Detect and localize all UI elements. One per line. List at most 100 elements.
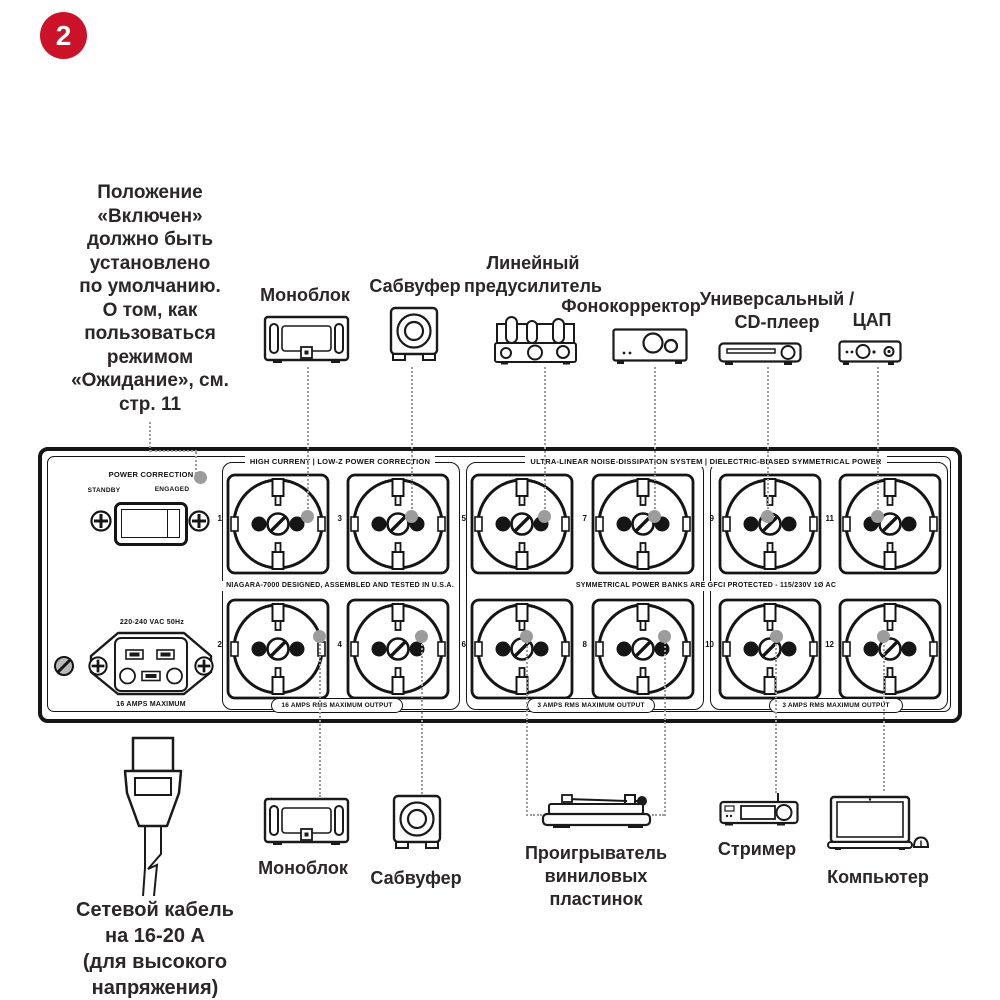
connection-line (421, 637, 423, 794)
line-preamp-label-line: Линейный (486, 253, 580, 273)
connection-line (664, 637, 666, 816)
connection-dot (520, 630, 533, 643)
connection-dot (658, 630, 671, 643)
connection-line (883, 637, 885, 791)
group23-mid-text-inner: SYMMETRICAL POWER BANKS ARE GFCI PROTECT… (571, 581, 841, 591)
turntable-label-line: виниловых (544, 866, 648, 886)
schuko-outlet-11[interactable] (838, 473, 942, 575)
note-line: по умолчанию. (79, 276, 221, 297)
outlet-number: 4 (337, 640, 342, 649)
note-line: Положение (97, 182, 203, 203)
line-preamp-label-line: предусилитель (464, 276, 602, 296)
monoblock-bottom-label: Моноблок (258, 858, 348, 878)
subwoofer-bottom-label: Сабвуфер (370, 868, 462, 888)
cd-player-icon (718, 342, 802, 365)
schuko-outlet-3[interactable] (346, 473, 450, 575)
schuko-outlet-6[interactable] (470, 598, 574, 700)
note-line: режимом (106, 346, 194, 368)
cable-note-line: напряжения) (91, 977, 219, 999)
schuko-outlet-1[interactable] (226, 473, 330, 575)
connection-line (775, 637, 777, 793)
cable-note-line: (для высокого (82, 951, 228, 973)
connection-line (530, 814, 542, 816)
group1-mid-text: NIAGARA-7000 DESIGNED, ASSEMBLED AND TES… (222, 581, 458, 591)
group1-mid-text-inner: NIAGARA-7000 DESIGNED, ASSEMBLED AND TES… (222, 581, 458, 591)
note-line: пользоваться (84, 323, 216, 344)
computer-label: Компьютер (827, 867, 929, 887)
schuko-outlet-7[interactable] (591, 473, 695, 575)
subwoofer-icon (389, 306, 439, 361)
note-line: стр. 11 (118, 393, 182, 415)
iec-inlet[interactable] (88, 630, 214, 697)
power-switch[interactable] (114, 502, 188, 546)
schuko-outlet-12[interactable] (838, 598, 942, 700)
phono-stage-label: Фонокорректор (561, 296, 701, 316)
cable-note: Сетевой кабель на 16-20 А (для высокого … (30, 897, 280, 1000)
outlet-number: 2 (217, 640, 222, 649)
group23-mid-text: SYMMETRICAL POWER BANKS ARE GFCI PROTECT… (466, 581, 946, 591)
connection-line (149, 422, 151, 452)
slot-screw-icon (53, 655, 75, 677)
cd-player-label-line: Универсальный / (699, 289, 855, 309)
schuko-outlet-10[interactable] (718, 598, 822, 700)
note-line: «Ожидание», см. (71, 370, 229, 391)
step-badge: 2 (40, 12, 87, 59)
connection-line (877, 367, 879, 517)
computer-icon (827, 795, 929, 850)
power-correction-label: POWER CORRECTION (108, 470, 194, 479)
subwoofer-icon (392, 794, 442, 849)
note-line: «Включен» (97, 205, 203, 227)
line-preamp-icon (494, 316, 577, 365)
inlet-voltage-label: 220-240 VAC 50Hz (119, 619, 185, 626)
connection-dot (405, 510, 418, 523)
outlet-number: 9 (709, 514, 714, 523)
schuko-outlet-2[interactable] (226, 598, 330, 700)
line-preamp-label: Линейный предусилитель (448, 252, 618, 298)
connection-dot (648, 510, 661, 523)
group1-banner: HIGH CURRENT | LOW-Z POWER CORRECTION (222, 456, 458, 467)
connection-dot (761, 510, 774, 523)
monoblock-icon (263, 315, 350, 363)
note-text: Положение «Включен» должно быть установл… (38, 181, 262, 416)
engaged-label: ENGAGED (154, 486, 190, 493)
subwoofer-top-label: Сабвуфер (369, 276, 461, 296)
screw-icon (90, 510, 112, 532)
connection-line (544, 367, 546, 517)
connection-line (411, 367, 413, 517)
connection-dot (871, 510, 884, 523)
outlet-number: 8 (582, 640, 587, 649)
power-switch-rocker[interactable] (121, 509, 180, 538)
connection-dot (313, 630, 326, 643)
connection-dot (301, 510, 314, 523)
screw-icon (188, 510, 210, 532)
outlet-number: 12 (825, 640, 834, 649)
monoblock-top-label: Моноблок (260, 285, 350, 305)
note-line: установлено (89, 252, 211, 274)
cable-note-line: на 16-20 А (105, 925, 205, 947)
group3-output-pill: 3 AMPS RMS MAXIMUM OUTPUT (769, 698, 903, 713)
cd-player-label: Универсальный / CD-плеер (692, 288, 862, 334)
outlet-number: 5 (461, 514, 466, 523)
group2-output-pill: 3 AMPS RMS MAXIMUM OUTPUT (527, 698, 655, 713)
group23-banner-text: ULTRA-LINEAR NOISE-DISSIPATION SYSTEM | … (525, 456, 887, 467)
streamer-icon (719, 793, 799, 826)
schuko-outlet-5[interactable] (470, 473, 574, 575)
connection-line (526, 637, 528, 816)
turntable-label: Проигрыватель виниловых пластинок (506, 842, 686, 911)
connection-dot (415, 630, 428, 643)
connection-dot (194, 471, 207, 484)
schuko-outlet-8[interactable] (591, 598, 695, 700)
outlet-number: 7 (582, 514, 587, 523)
turntable-label-line: пластинок (549, 889, 643, 909)
inlet-amps-label: 16 AMPS MAXIMUM (116, 701, 186, 708)
schuko-outlet-4[interactable] (346, 598, 450, 700)
streamer-label: Стример (717, 839, 797, 859)
dac-icon (838, 340, 902, 365)
connection-line (767, 367, 769, 517)
standby-label: STANDBY (87, 487, 121, 494)
turntable-label-line: Проигрыватель (524, 843, 668, 863)
dac-label: ЦАП (852, 310, 892, 330)
group1-output-pill: 16 AMPS RMS MAXIMUM OUTPUT (271, 698, 403, 713)
outlet-number: 10 (705, 640, 714, 649)
schuko-outlet-9[interactable] (718, 473, 822, 575)
